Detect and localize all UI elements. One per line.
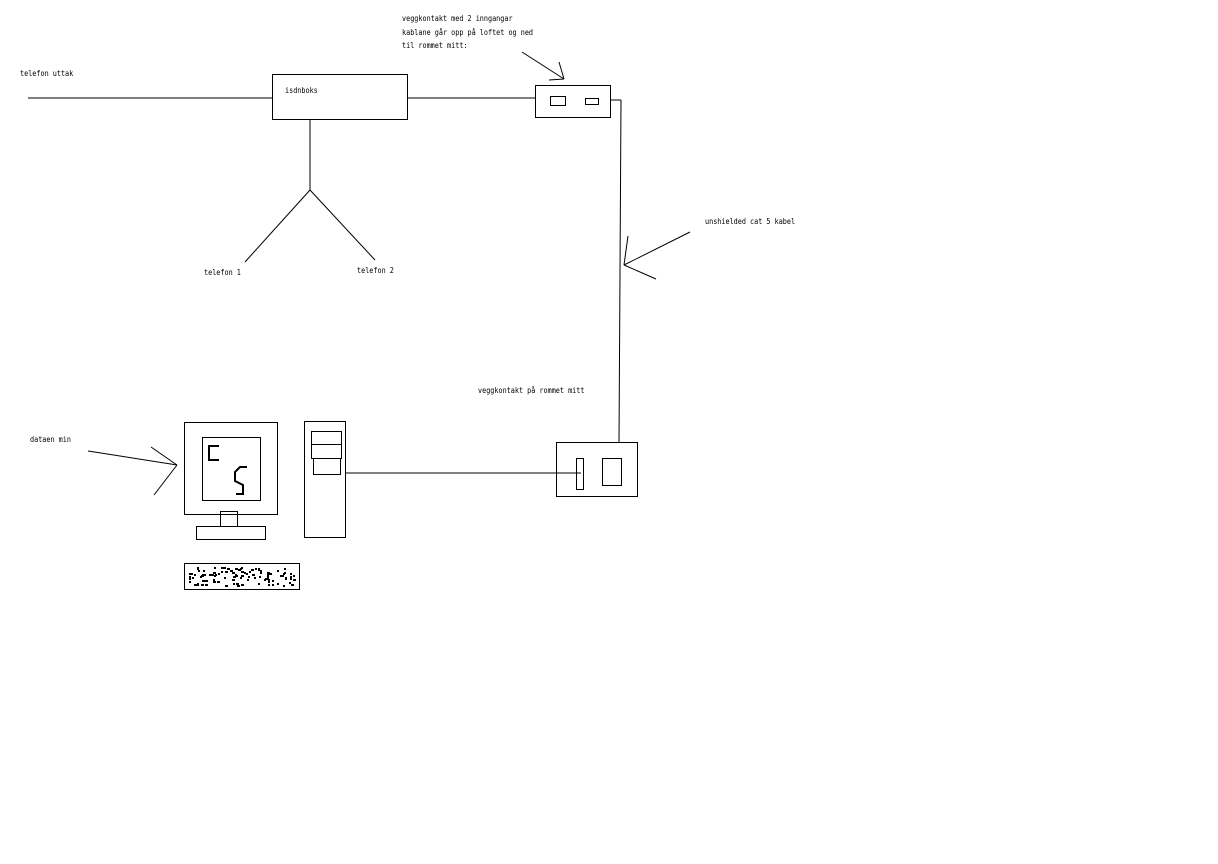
monitor xyxy=(184,422,278,540)
cat5-cable xyxy=(611,99,622,444)
keyboard xyxy=(184,563,300,590)
label-veggkontakt-line3: til rommet mitt: xyxy=(402,41,468,50)
label-telefon-2: telefon 2 xyxy=(357,266,394,275)
arrow-to-wall-socket xyxy=(521,51,565,81)
wall-socket-room xyxy=(556,442,638,497)
label-telefon-uttak: telefon uttak xyxy=(20,69,74,78)
label-veggkontakt-line2: kablane går opp på loftet og ned xyxy=(402,28,534,37)
label-isdnboks: isdnboks xyxy=(285,86,318,95)
computer-tower xyxy=(304,421,346,538)
wall-socket-top xyxy=(535,85,611,118)
arrow-to-cable xyxy=(623,231,691,280)
label-telefon-1: telefon 1 xyxy=(204,268,241,277)
label-veggkontakt-line1: veggkontakt med 2 inngangar xyxy=(402,14,513,23)
label-cable: unshielded cat 5 kabel xyxy=(705,217,796,226)
isdn-box xyxy=(272,74,408,120)
label-veggkontakt-rom: veggkontakt på rommet mitt xyxy=(478,386,585,395)
arrow-to-computer xyxy=(87,446,178,496)
screen-logo-icon xyxy=(208,445,247,495)
label-dataen-min: dataen min xyxy=(30,435,71,444)
telephone-split-lines xyxy=(244,120,376,263)
